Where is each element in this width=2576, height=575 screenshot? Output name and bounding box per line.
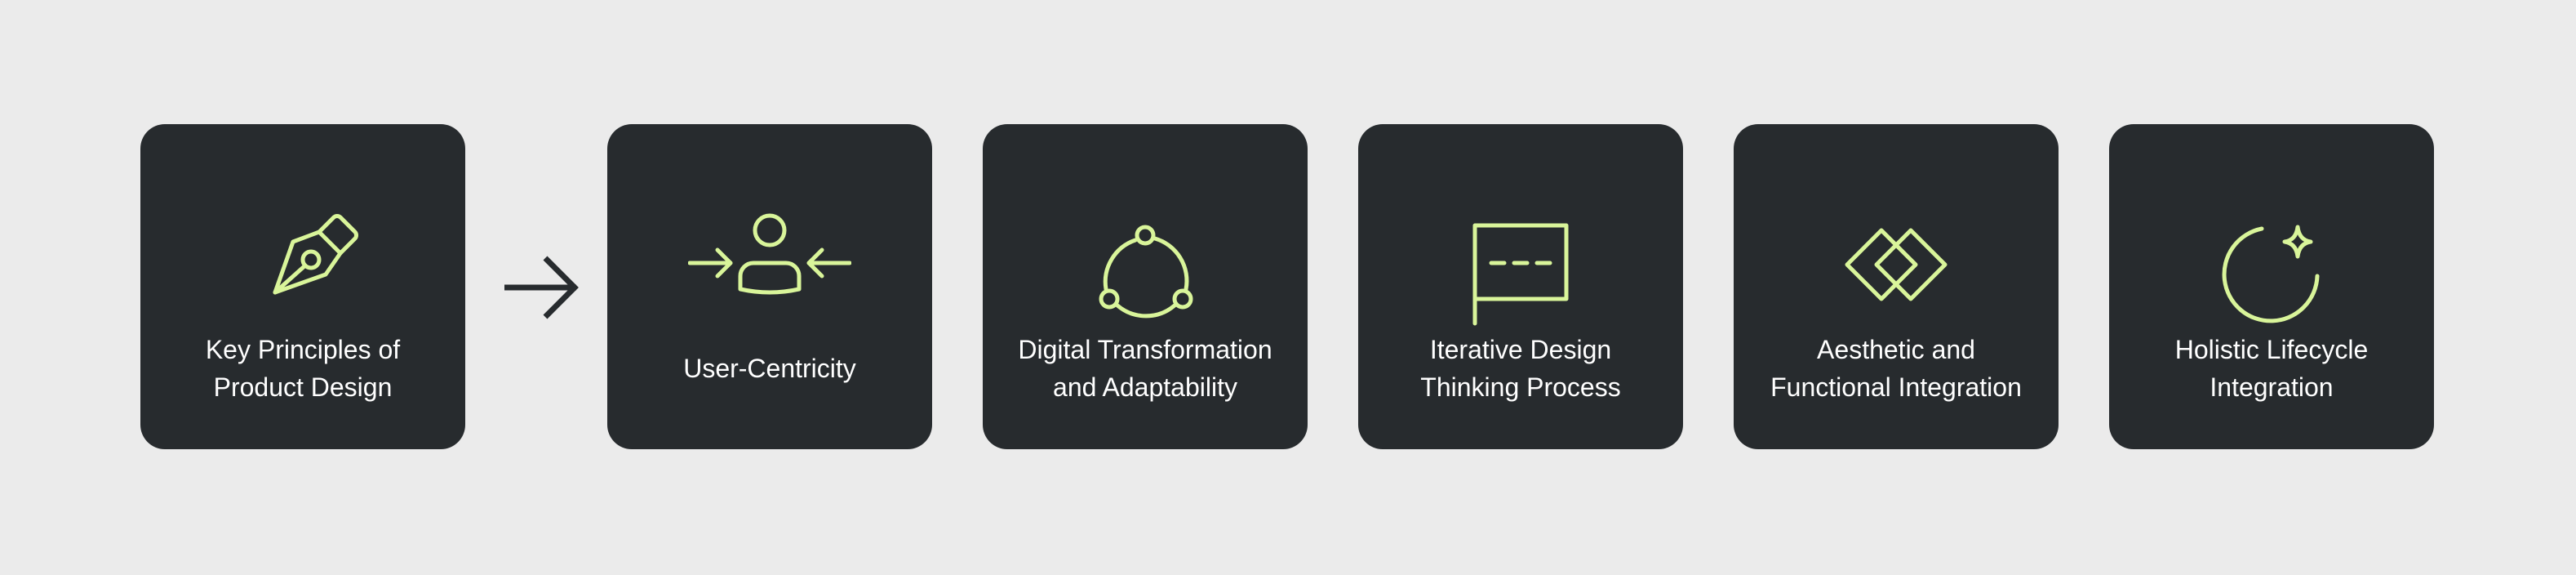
card-holistic-lifecycle: Holistic Lifecycle Integration (2109, 124, 2434, 449)
flag-icon (1439, 170, 1602, 333)
card-iterative-design: Iterative Design Thinking Process (1358, 124, 1683, 449)
card-label: Holistic Lifecycle Integration (2174, 335, 2369, 402)
card-label: User-Centricity (683, 354, 856, 383)
overlapping-diamonds-icon (1814, 170, 1978, 333)
moon-sparkle-icon (2190, 170, 2353, 333)
card-user-centricity: User-Centricity (607, 124, 932, 449)
user-focus-icon (688, 170, 851, 333)
card-label: Aesthetic and Functional Integration (1770, 335, 2022, 402)
card-key-principles: Key Principles of Product Design (140, 124, 465, 449)
pen-nib-icon (221, 170, 384, 333)
cycle-icon (1064, 170, 1227, 333)
card-digital-transformation: Digital Transformation and Adaptability (983, 124, 1308, 449)
arrow-right-icon (501, 253, 583, 322)
card-label: Key Principles of Product Design (205, 335, 401, 402)
card-label: Digital Transformation and Adaptability (1018, 335, 1272, 402)
card-aesthetic-functional: Aesthetic and Functional Integration (1734, 124, 2059, 449)
card-label: Iterative Design Thinking Process (1420, 335, 1621, 402)
